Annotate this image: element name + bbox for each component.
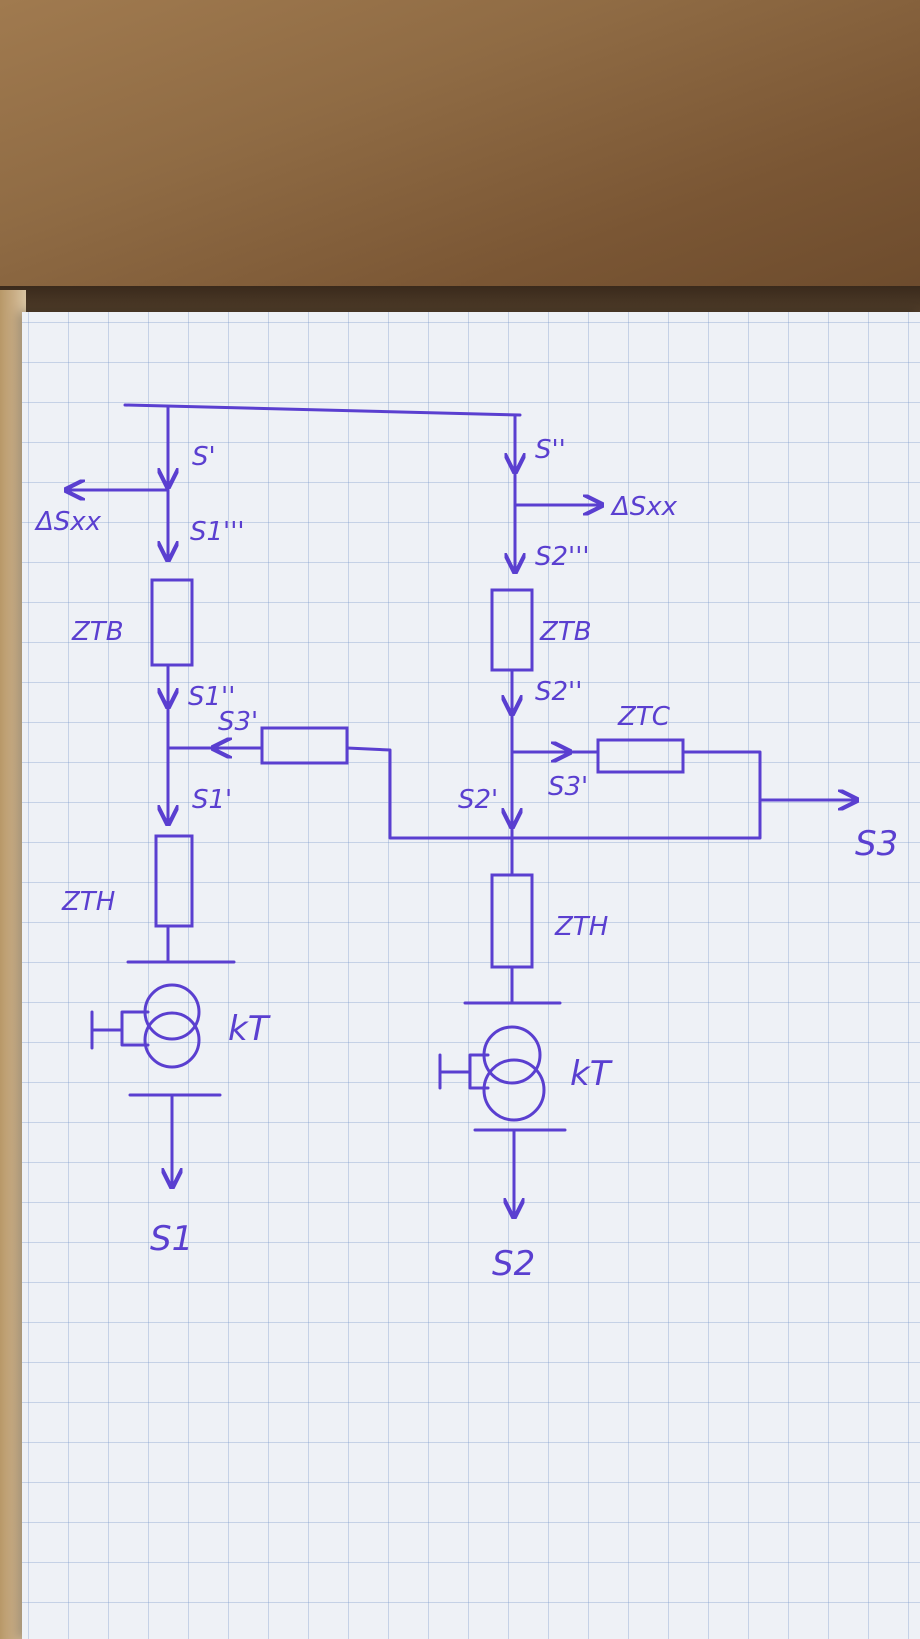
label-z-tv-left: ZTB (71, 617, 124, 647)
label-s1-triple: S1''' (190, 517, 245, 547)
cross-connection (345, 746, 512, 840)
right-transformer-coil-bottom (482, 1058, 546, 1122)
label-s3-prime-right: S3' (548, 772, 588, 802)
label-s2-single: S2' (458, 785, 498, 815)
top-bus-line (123, 403, 522, 417)
right-z-tn-impedance (490, 873, 534, 969)
label-z-tn-right: ZTH (554, 912, 608, 942)
label-ds-xx-right: ΔSxx (610, 492, 678, 522)
right-transformer-coil-top (482, 1025, 542, 1085)
label-s-double-top: S'' (535, 435, 566, 465)
label-s3-load: S3 (855, 824, 898, 864)
label-s1-load: S1 (150, 1219, 193, 1259)
left-z-tn-impedance (154, 834, 194, 928)
left-transformer-coil-bottom (143, 1011, 201, 1069)
left-z-tv-impedance (150, 578, 194, 667)
desk-background (0, 0, 920, 320)
label-s3-prime-left: S3' (218, 707, 258, 737)
label-s2-double: S2'' (535, 677, 582, 707)
left-z-tc-impedance (260, 726, 349, 765)
label-k-t-right: kT (570, 1054, 613, 1094)
label-s2-triple: S2''' (535, 542, 590, 572)
label-s2-load: S2 (492, 1244, 535, 1284)
right-zc-to-load3 (508, 750, 762, 840)
notebook-binding-edge (0, 290, 26, 1639)
label-s1-prime: S' (192, 442, 216, 472)
right-z-tc-impedance (596, 738, 685, 774)
label-s1-double: S1'' (188, 682, 235, 712)
label-z-tv-right: ZTB (539, 617, 592, 647)
label-k-t-left: kT (228, 1009, 271, 1049)
label-z-tn-left: ZTH (61, 887, 115, 917)
label-ds-xx-left: ΔSxx (34, 507, 102, 537)
graph-paper-sheet (22, 312, 920, 1639)
label-z-tc: ZTC (617, 702, 671, 732)
right-z-tv-impedance (490, 588, 534, 672)
label-s1-single: S1' (192, 785, 232, 815)
